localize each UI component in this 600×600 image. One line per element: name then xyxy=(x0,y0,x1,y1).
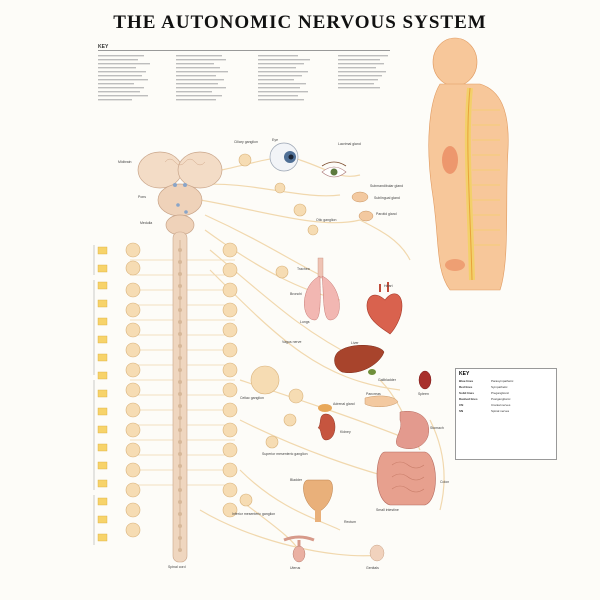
label-lungs: Lungs xyxy=(300,320,310,324)
pancreas-illustration xyxy=(364,395,399,407)
label-otic-ganglion: Otic ganglion xyxy=(316,218,337,222)
label-submandibular-gland: Submandibular gland xyxy=(370,184,404,188)
label-small-intestine: Small intestine xyxy=(376,508,399,512)
label-superior-mesenteric-ganglion: Superior mesenteric ganglion xyxy=(262,452,308,456)
bladder-illustration xyxy=(303,479,333,522)
kidney-illustration xyxy=(317,404,336,441)
heart-illustration xyxy=(366,282,403,335)
right-ganglia-column xyxy=(222,242,238,518)
torso-illustration xyxy=(428,37,509,291)
label-adrenal-gland: Adrenal gland xyxy=(333,402,355,406)
liver-illustration xyxy=(334,345,385,375)
key-section: KEY xyxy=(98,44,398,101)
key-text-block xyxy=(98,55,388,101)
label-liver: Liver xyxy=(351,341,359,345)
label-pons: Pons xyxy=(138,195,146,199)
cranial-ganglia xyxy=(238,153,319,507)
legend-title: KEY xyxy=(459,371,470,377)
label-spleen: Spleen xyxy=(418,392,429,396)
label-ciliary-ganglion: Ciliary ganglion xyxy=(234,140,258,144)
label-bladder: Bladder xyxy=(290,478,303,482)
uterus-illustration xyxy=(283,535,315,563)
salivary-glands xyxy=(351,191,374,222)
intestine-illustration xyxy=(376,451,436,506)
stomach-illustration xyxy=(396,410,430,449)
lacrimal-eye-illustration xyxy=(321,161,347,178)
label-parotid-gland: Parotid gland xyxy=(376,212,397,216)
label-inferior-mesenteric-ganglion: Inferior mesenteric ganglion xyxy=(232,512,276,516)
label-rectum: Rectum xyxy=(344,520,357,524)
label-uterus: Uterus xyxy=(290,566,301,570)
spinal-cord xyxy=(172,231,188,563)
key-heading: KEY xyxy=(98,44,390,51)
label-stomach: Stomach xyxy=(430,426,444,430)
label-lacrimal-gland: Lacrimal gland xyxy=(338,142,361,146)
label-spinal-cord: Spinal cord xyxy=(168,565,186,569)
label-kidney: Kidney xyxy=(340,430,351,434)
genitals-illustration xyxy=(369,544,385,562)
label-bronchi: Bronchi xyxy=(290,292,302,296)
label-pancreas: Pancreas xyxy=(366,392,381,396)
label-eye: Eye xyxy=(272,138,279,142)
label-heart: Heart xyxy=(384,284,393,288)
label-vagus-nerve: Vagus nerve xyxy=(282,340,302,344)
label-genitals: Genitals xyxy=(366,566,379,570)
label-trachea: Trachea xyxy=(297,267,310,271)
label-gallbladder: Gallbladder xyxy=(378,378,396,382)
spinal-segment-markers xyxy=(97,246,108,542)
brainstem-illustration xyxy=(137,151,223,236)
left-ganglia-column xyxy=(125,242,141,538)
label-medulla: Medulla xyxy=(140,221,153,225)
lungs-illustration xyxy=(304,257,340,321)
label-celiac-ganglion: Celiac ganglion xyxy=(240,396,264,400)
label-sublingual-gland: Sublingual gland xyxy=(374,196,400,200)
label-midbrain: Midbrain xyxy=(118,160,132,164)
eye-illustration xyxy=(269,142,299,172)
label-colon: Colon xyxy=(440,480,450,484)
poster-title: THE AUTONOMIC NERVOUS SYSTEM xyxy=(113,12,487,33)
spleen-illustration xyxy=(418,370,432,390)
